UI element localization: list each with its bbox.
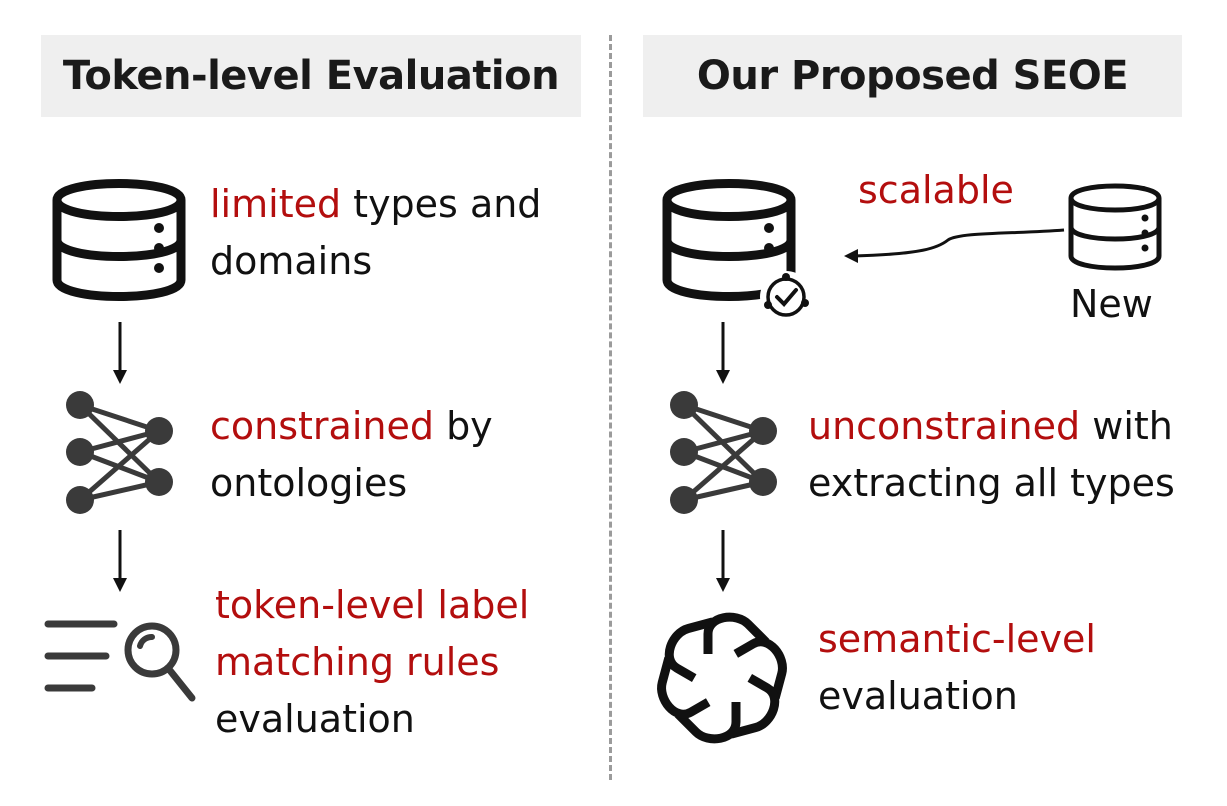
left-step2-line1: constrained by (210, 398, 493, 454)
database-icon (52, 179, 186, 301)
right-panel-title: Our Proposed SEOE (643, 35, 1182, 117)
database-check-icon (662, 179, 812, 323)
left-step2-line2: ontologies (210, 461, 408, 505)
small-database-icon (1068, 183, 1162, 271)
right-step2-highlight: unconstrained (808, 404, 1081, 448)
left-arrow-2 (113, 530, 127, 592)
scalable-arrow (844, 228, 1065, 263)
openai-logo-icon (657, 612, 787, 744)
neural-network-icon (66, 391, 173, 514)
left-arrow-1 (113, 322, 127, 384)
left-step1-line1: limited types and (210, 176, 541, 232)
neural-network-icon-right (670, 391, 777, 514)
left-step2-rest: by (433, 404, 493, 448)
right-step2-line1: unconstrained with (808, 398, 1173, 454)
left-step3-line2: matching rules (215, 640, 500, 684)
search-list-icon (44, 620, 196, 702)
left-panel-title: Token-level Evaluation (41, 35, 581, 117)
new-db-label: New (1070, 282, 1153, 326)
right-step3-line2: evaluation (818, 674, 1018, 718)
left-step3-line1: token-level label (215, 583, 530, 627)
panel-divider (609, 35, 612, 780)
right-arrow-2 (716, 530, 730, 592)
scalable-label: scalable (858, 168, 1014, 212)
right-arrow-1 (716, 322, 730, 384)
left-step1-rest: types and (341, 182, 542, 226)
right-step2-rest: with (1080, 404, 1173, 448)
right-step3-line1: semantic-level (818, 617, 1096, 661)
left-step2-highlight: constrained (210, 404, 434, 448)
left-step1-highlight: limited (210, 182, 342, 226)
left-step3-line3: evaluation (215, 697, 415, 741)
right-step2-line2: extracting all types (808, 461, 1175, 505)
left-step1-line2: domains (210, 239, 373, 283)
